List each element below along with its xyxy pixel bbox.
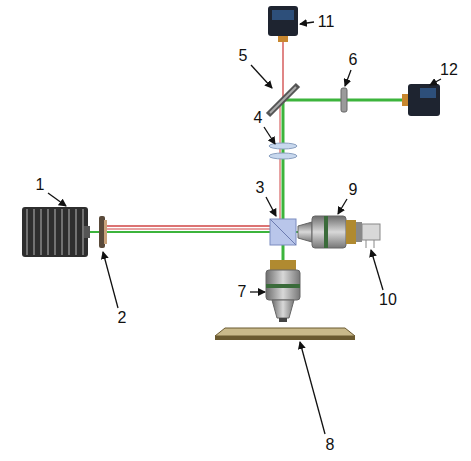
cooling-fin bbox=[68, 209, 70, 255]
dichroic-mirror bbox=[268, 85, 298, 115]
callout-number: 8 bbox=[326, 437, 335, 453]
callout-number: 4 bbox=[254, 110, 263, 126]
cooling-fin bbox=[75, 209, 77, 255]
callout-number: 11 bbox=[318, 14, 335, 30]
callout-number: 10 bbox=[379, 292, 397, 308]
sample-stage bbox=[215, 328, 355, 340]
cooling-fin bbox=[40, 209, 42, 255]
camera-red bbox=[268, 6, 298, 42]
objective-lens bbox=[298, 216, 356, 248]
camera-green bbox=[402, 84, 440, 116]
laser-source bbox=[22, 207, 90, 257]
leader-arrows bbox=[48, 22, 441, 434]
callout-number: 6 bbox=[349, 52, 358, 68]
filter bbox=[341, 88, 347, 112]
callout-number: 12 bbox=[440, 62, 458, 78]
callout-number: 5 bbox=[239, 48, 248, 64]
cooling-fin bbox=[33, 209, 35, 255]
callout-number: 7 bbox=[238, 284, 247, 300]
cooling-fin bbox=[82, 209, 84, 255]
callout-number: 2 bbox=[118, 310, 127, 326]
reference-mirror bbox=[356, 222, 380, 248]
laser-beams bbox=[88, 42, 404, 262]
cooling-fin bbox=[54, 209, 56, 255]
callout-number: 1 bbox=[36, 177, 45, 193]
cooling-fin bbox=[47, 209, 49, 255]
callout-number: 3 bbox=[256, 180, 265, 196]
relay-lens bbox=[269, 143, 297, 159]
objective-lens bbox=[266, 260, 300, 322]
beam-splitter-cube bbox=[270, 219, 296, 245]
cooling-fin bbox=[26, 209, 28, 255]
cooling-fin bbox=[61, 209, 63, 255]
input-optic bbox=[99, 216, 107, 248]
callout-number: 9 bbox=[349, 182, 358, 198]
